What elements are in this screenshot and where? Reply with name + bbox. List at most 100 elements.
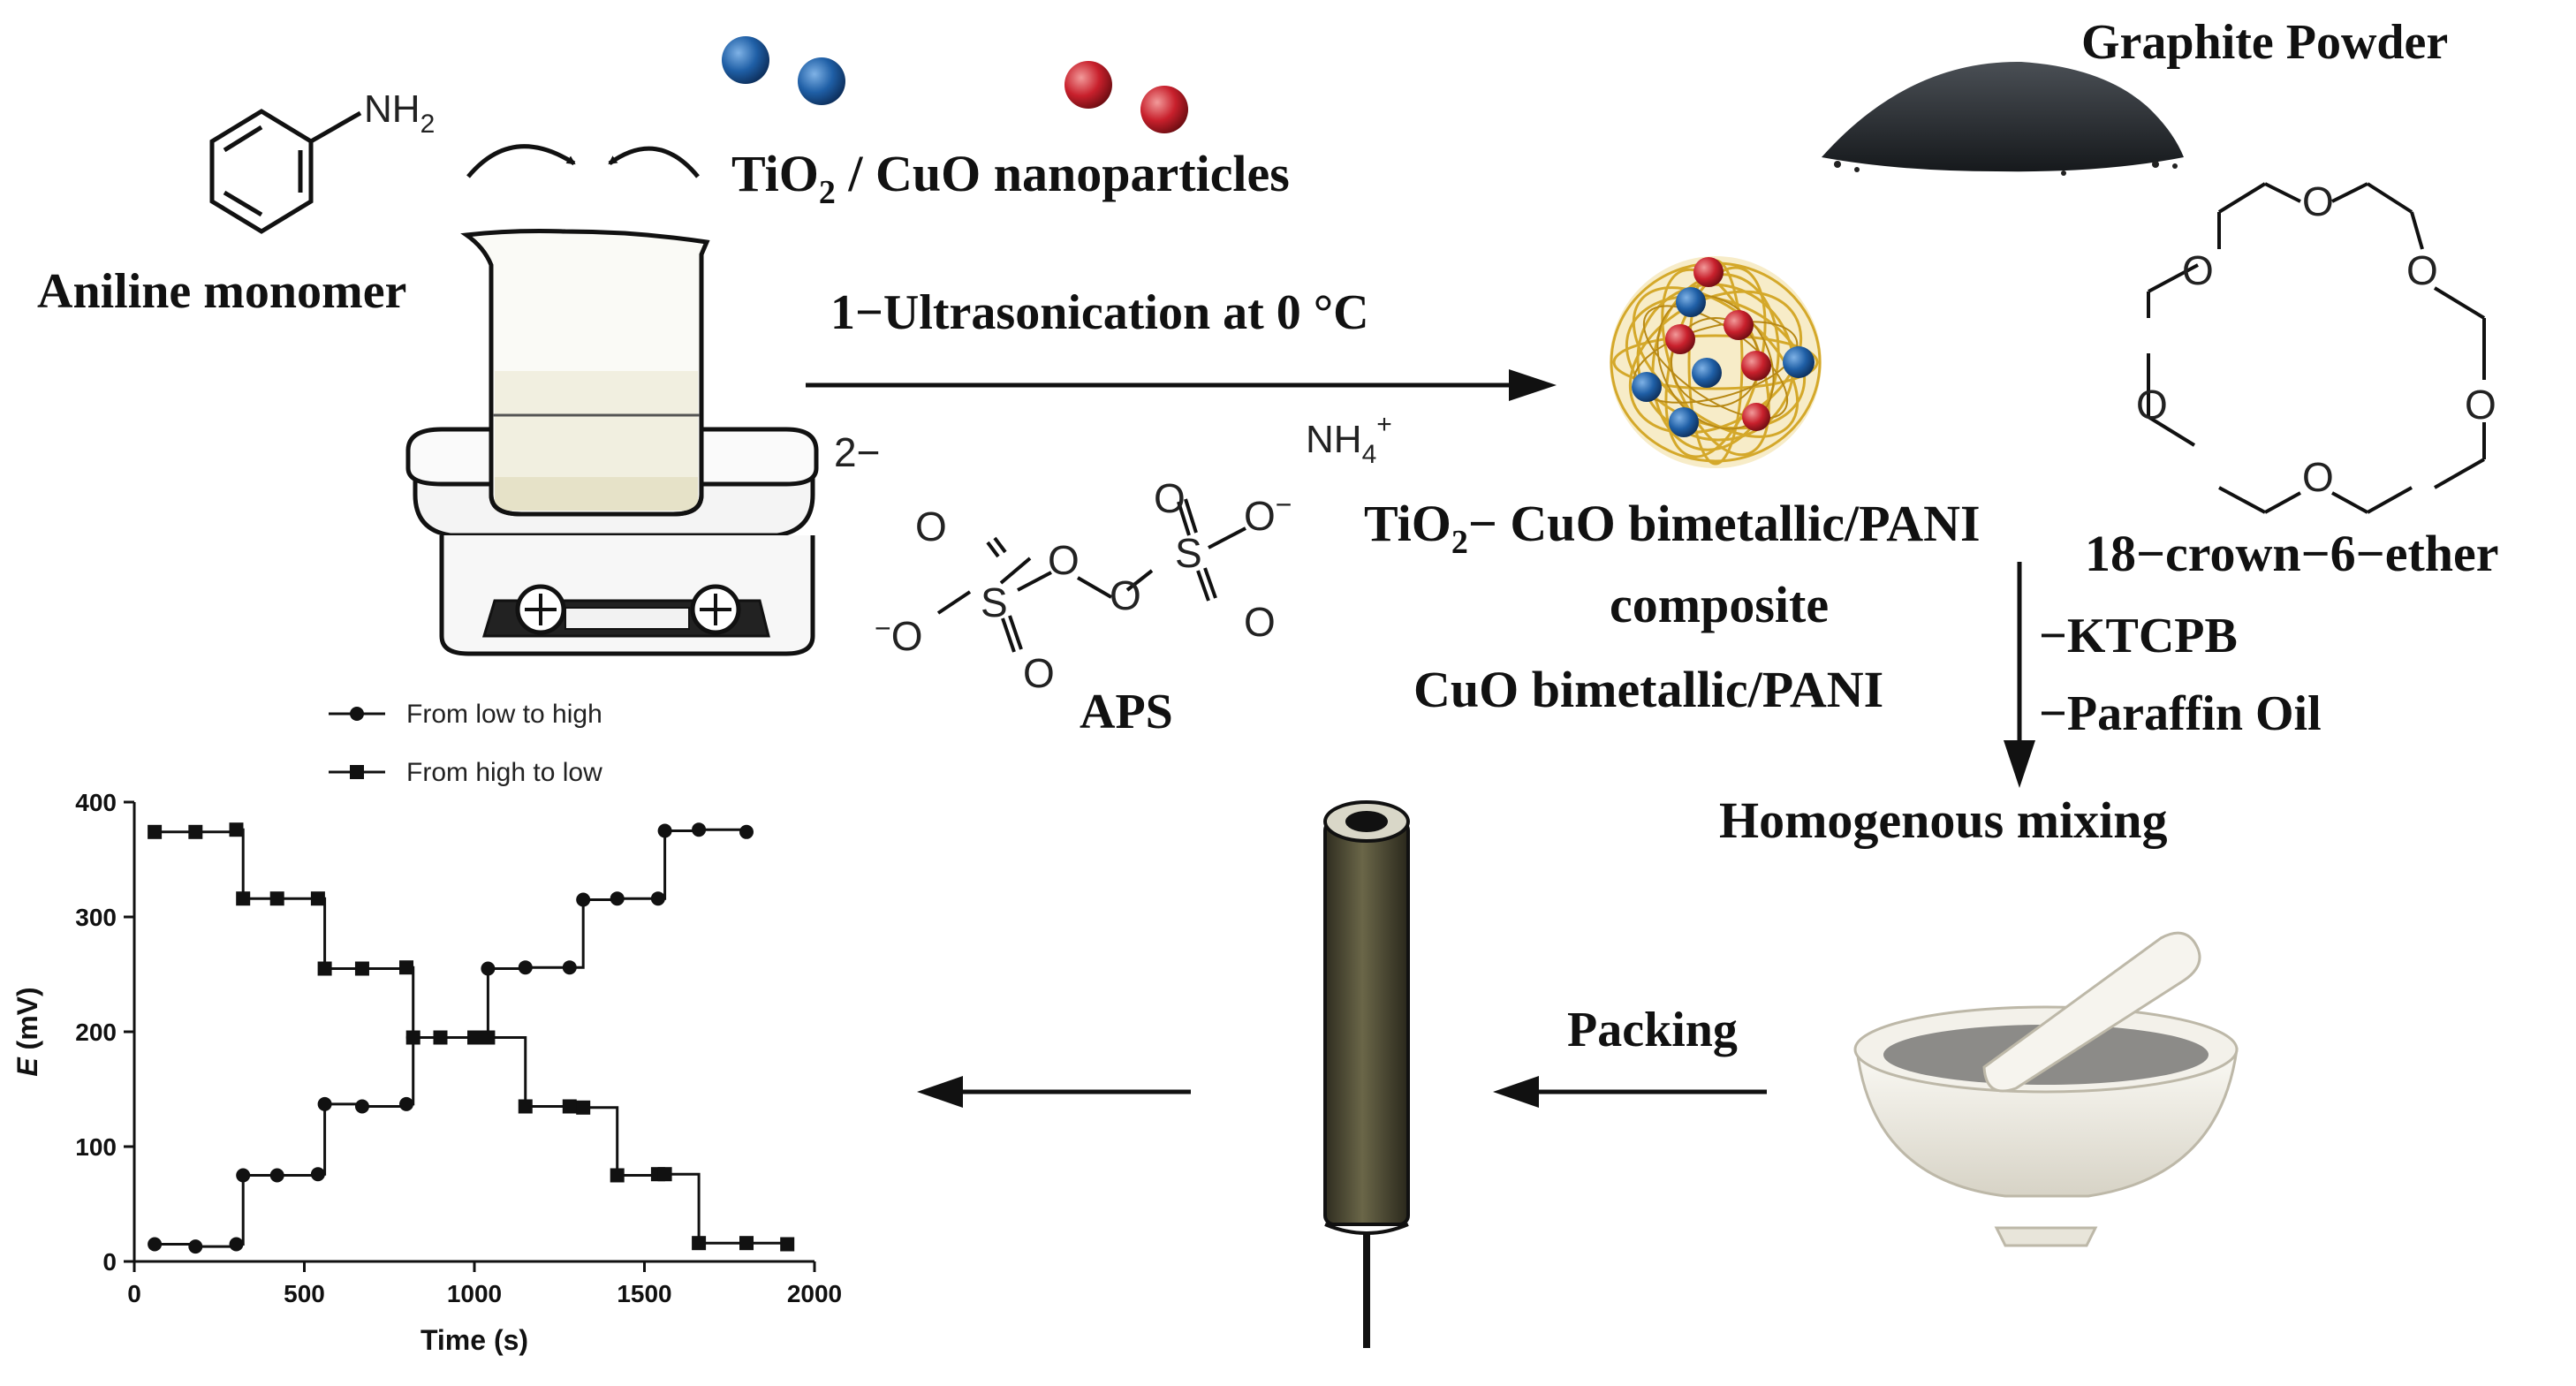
crown-o-bottom: O <box>2302 454 2334 500</box>
data-point <box>354 1099 369 1114</box>
data-point <box>188 1239 203 1254</box>
graphite-powder-icon <box>1822 61 2184 176</box>
packing-arrowhead <box>1493 1076 1539 1108</box>
data-point <box>657 1167 672 1182</box>
aps-o-minus-left: −O <box>875 612 922 659</box>
aps-o-top-left: O <box>915 504 947 549</box>
composite-label-line2: composite <box>1610 576 1829 633</box>
data-point <box>188 824 203 839</box>
y-tick-label: 300 <box>75 904 117 931</box>
tio2-cuo-nanoparticles-label: TiO2 / CuO nanoparticles <box>731 145 1290 211</box>
y-tick-label: 200 <box>75 1019 117 1046</box>
legend-marker <box>350 765 364 779</box>
tio2-particles <box>722 36 845 105</box>
data-point <box>481 961 496 976</box>
legend-marker <box>350 707 364 721</box>
legend-label: From low to high <box>406 700 602 729</box>
aps-structure <box>936 498 1246 653</box>
data-point <box>739 824 754 839</box>
data-point <box>692 822 707 837</box>
data-point <box>354 961 369 976</box>
curved-arrow-right-icon <box>608 146 700 178</box>
paraffin-oil-label: −Paraffin Oil <box>2039 686 2322 741</box>
data-point <box>610 891 625 906</box>
result-arrowhead <box>917 1076 963 1108</box>
legend-label: From high to low <box>406 758 602 787</box>
ktcpb-label: −KTCPB <box>2039 609 2238 663</box>
data-point <box>229 822 244 837</box>
x-axis-label: Time (s) <box>420 1324 528 1356</box>
x-tick-label: 1000 <box>447 1280 502 1307</box>
data-point <box>657 823 672 838</box>
curved-arrow-left-icon <box>466 144 576 178</box>
homogenous-mixing-label: Homogenous mixing <box>1719 791 2168 849</box>
data-point <box>481 1030 496 1045</box>
aps-bridge-o-2: O <box>1110 572 1141 618</box>
data-point <box>433 1030 448 1045</box>
cuo-particles <box>1064 61 1188 133</box>
data-point <box>399 960 413 975</box>
graphite-powder-label: Graphite Powder <box>2081 15 2448 70</box>
aps-o-minus-right: O− <box>1244 489 1292 539</box>
nh2-label: NH2 <box>364 87 435 139</box>
aps-o-top-right: O <box>1154 475 1186 521</box>
composite-label-line1: TiO2− CuO bimetallic/PANI <box>1364 495 1981 561</box>
aps-bridge-o-1: O <box>1048 537 1080 583</box>
mortar-pestle-icon <box>1853 931 2239 1247</box>
data-point <box>317 961 332 976</box>
packing-label: Packing <box>1567 1003 1738 1057</box>
data-point <box>780 1237 795 1252</box>
y-tick-label: 100 <box>75 1133 117 1161</box>
aps-o-bottom-right: O <box>1244 599 1276 645</box>
x-tick-label: 0 <box>127 1280 141 1307</box>
data-point <box>229 1237 244 1252</box>
aniline-structure <box>209 109 362 234</box>
data-point <box>310 1167 325 1182</box>
crown-o-upper-right: O <box>2406 247 2438 293</box>
aps-s-left: S <box>981 579 1008 625</box>
data-point <box>236 891 251 906</box>
data-point <box>405 1030 420 1045</box>
pani-composite-sphere-icon <box>1610 256 1822 468</box>
y-tick-label: 400 <box>75 789 117 816</box>
data-point <box>692 1236 707 1251</box>
data-point <box>399 1096 413 1111</box>
step2-label: 2− <box>834 429 880 475</box>
y-axis-label: E (mV) <box>11 987 43 1076</box>
series-2 <box>148 822 795 1252</box>
nh4-label: NH4+ <box>1306 410 1392 469</box>
reaction-arrowhead <box>1509 369 1557 401</box>
data-point <box>562 960 577 975</box>
crown-o-lower-left: O <box>2136 382 2168 428</box>
data-point <box>310 891 325 906</box>
data-point <box>576 892 591 907</box>
data-point <box>148 824 163 839</box>
x-tick-label: 1500 <box>617 1280 671 1307</box>
data-point <box>650 891 665 906</box>
crown-o-upper-left: O <box>2182 247 2214 293</box>
aps-o-bottom-left: O <box>1023 650 1055 696</box>
crown-o-top: O <box>2302 178 2334 224</box>
data-point <box>269 891 284 906</box>
crown-ether-label: 18−crown−6−ether <box>2085 525 2499 582</box>
aps-label: APS <box>1080 685 1173 739</box>
beaker-icon <box>460 229 710 517</box>
y-tick-label: 0 <box>102 1248 117 1276</box>
data-point <box>576 1100 591 1115</box>
aniline-monomer-label: Aniline monomer <box>37 264 406 319</box>
x-tick-label: 500 <box>284 1280 325 1307</box>
x-tick-label: 2000 <box>787 1280 842 1307</box>
crown-ether-structure <box>2147 182 2486 514</box>
data-point <box>317 1096 332 1111</box>
data-point <box>148 1237 163 1252</box>
data-point <box>467 1030 481 1045</box>
composite-label-line3: CuO bimetallic/PANI <box>1413 661 1883 718</box>
series-1 <box>148 822 754 1254</box>
down-arrowhead <box>2004 740 2035 788</box>
data-point <box>739 1236 754 1251</box>
data-point <box>236 1168 251 1183</box>
carbon-paste-electrode-icon <box>1323 800 1410 1348</box>
